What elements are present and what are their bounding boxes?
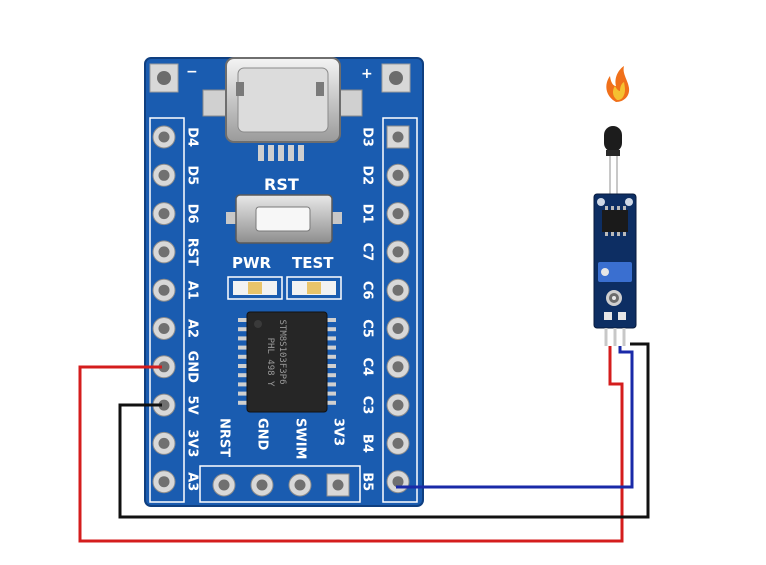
plus-mark: + <box>361 66 373 82</box>
pwr-led <box>227 276 283 300</box>
pin-label: A2 <box>185 319 200 338</box>
pin-label: C7 <box>360 243 375 262</box>
pin-label: A1 <box>185 281 200 300</box>
test-led-label: TEST <box>292 254 334 272</box>
pin-label: 3V3 <box>331 418 346 446</box>
pin-a1 <box>152 278 176 302</box>
pin-c7 <box>386 240 410 264</box>
pin-label: C6 <box>360 281 375 300</box>
pin-label: A3 <box>185 472 200 491</box>
pin-d2 <box>386 163 410 187</box>
pin-d1 <box>386 202 410 226</box>
pin-label: D5 <box>185 165 200 185</box>
pin-gnd <box>152 355 176 379</box>
pin-label: B4 <box>360 434 375 453</box>
pin-label: GND <box>185 351 200 384</box>
pin-label: NRST <box>217 418 232 457</box>
pin-bottom-nrst <box>212 473 236 497</box>
pin-label: GND <box>255 418 270 451</box>
pin-3v3 <box>152 431 176 455</box>
sensor-comparator-chip <box>602 210 628 232</box>
micro-usb-connector <box>202 57 363 161</box>
wires <box>78 342 650 543</box>
pin-rst <box>152 240 176 264</box>
pin-label: C3 <box>360 396 375 415</box>
pin-d5 <box>152 163 176 187</box>
pwr-led-label: PWR <box>232 254 272 272</box>
stm8-chip: STM8S103F3P6 PHL 498 Y <box>238 311 336 413</box>
pin-label: D1 <box>360 204 375 224</box>
pin-c5 <box>386 317 410 340</box>
pin-a3 <box>152 470 176 494</box>
blue-wire <box>396 346 634 489</box>
bottom-pin-header: NRST GND SWIM 3V3 <box>212 418 350 497</box>
pin-label: D3 <box>360 127 375 147</box>
pin-label: C5 <box>360 319 375 338</box>
pin-label: C4 <box>360 358 375 377</box>
sensor-potentiometer <box>598 262 632 282</box>
chip-marking-2: PHL 498 Y <box>265 338 275 387</box>
pin-c4 <box>386 355 410 379</box>
pin-label: D6 <box>185 204 200 224</box>
pin-label: D4 <box>185 127 200 147</box>
flame-icon <box>606 66 630 102</box>
pin-a2 <box>152 317 176 340</box>
pin-label: SWIM <box>293 418 308 459</box>
reset-button <box>226 194 342 244</box>
pin-bottom-swim <box>288 473 312 497</box>
pin-label: D2 <box>360 165 375 185</box>
pin-b5 <box>386 470 410 494</box>
pin-d3 <box>386 125 410 149</box>
pin-c3 <box>386 393 410 417</box>
right-header-outline <box>382 117 418 503</box>
pin-label: B5 <box>360 472 375 491</box>
test-led <box>286 276 342 300</box>
pin-b4 <box>386 431 410 455</box>
rst-button-label: RST <box>264 175 299 194</box>
pin-label: 5V <box>185 396 200 415</box>
pin-d6 <box>152 202 176 226</box>
pin-bottom-gnd <box>250 473 274 497</box>
pin-d4 <box>152 125 176 149</box>
minus-mark: − <box>186 64 198 80</box>
bottom-header-outline <box>199 465 361 503</box>
pin-c6 <box>386 278 410 302</box>
red-wire <box>78 346 624 543</box>
black-wire <box>118 342 650 519</box>
pin-bottom-3v3 <box>326 473 350 497</box>
pin-label: 3V3 <box>185 429 200 457</box>
chip-marking-1: STM8S103F3P6 <box>277 319 287 384</box>
left-header-outline <box>149 117 185 503</box>
pin-label: RST <box>185 238 200 266</box>
stm8s103-board: − + RST PWR TEST <box>144 57 424 507</box>
flame-sensor-module <box>593 66 637 346</box>
